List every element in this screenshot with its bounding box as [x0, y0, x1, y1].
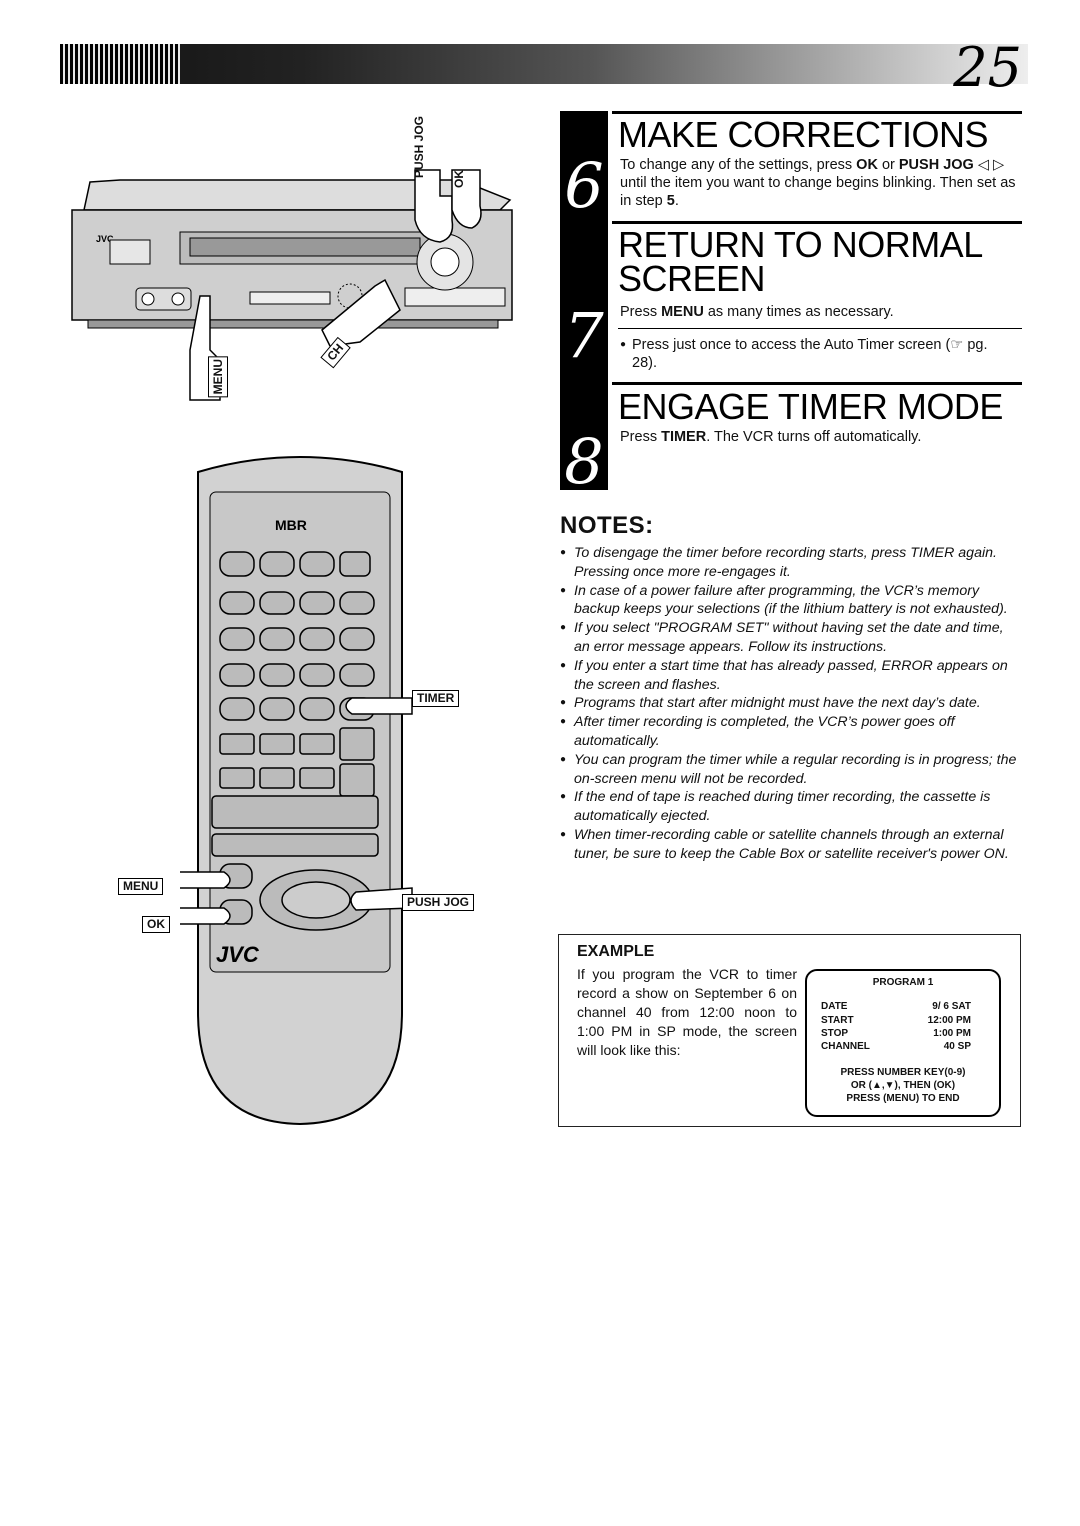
- example-box: EXAMPLE If you program the VCR to timer …: [558, 934, 1021, 1127]
- step6-text: To change any of the settings, press OK …: [620, 157, 1016, 209]
- step8-rule: [612, 382, 1022, 385]
- vcr-push-jog-label: PUSH JOG: [412, 116, 426, 179]
- step6-title: MAKE CORRECTIONS: [618, 114, 989, 155]
- header-stripes: [60, 44, 180, 84]
- program-footer-line: OR (▲,▼), THEN (OK): [850, 1080, 956, 1091]
- note-item: Programs that start after midnight must …: [560, 694, 1022, 713]
- step7-number: 7: [560, 221, 608, 382]
- remote-mbr-logo: MBR: [275, 517, 307, 533]
- note-item: After timer recording is completed, the …: [560, 713, 1022, 751]
- step7-title-line2: SCREEN: [618, 258, 766, 299]
- step7-divider: [618, 328, 1022, 329]
- remote-illustration: MBR JVC: [180, 456, 413, 1126]
- step6-number: 6: [560, 111, 608, 222]
- remote-timer-label: TIMER: [412, 690, 460, 707]
- program-footer-line: PRESS NUMBER KEY(0-9): [840, 1067, 966, 1078]
- program-screen-title: PROGRAM 1: [872, 977, 934, 988]
- vcr-ok-label: OK: [452, 170, 466, 188]
- step7-bullet: ●Press just once to access the Auto Time…: [620, 337, 988, 371]
- step7-rule: [612, 221, 1022, 224]
- step7-text: Press MENU as many times as necessary.: [620, 304, 894, 320]
- remote-ok-label: OK: [142, 916, 170, 933]
- example-title: EXAMPLE: [577, 943, 655, 960]
- remote-push-jog-label: PUSH JOG: [402, 894, 475, 911]
- step8-text: Press TIMER. The VCR turns off automatic…: [620, 429, 922, 445]
- step8-number: 8: [560, 382, 608, 498]
- step8-title: ENGAGE TIMER MODE: [618, 386, 1003, 427]
- notes-title: NOTES:: [560, 512, 654, 539]
- vcr-menu-label: MENU: [208, 356, 228, 398]
- note-item: You can program the timer while a regula…: [560, 751, 1022, 789]
- vcr-illustration: JVC: [71, 169, 513, 401]
- note-item: When timer-recording cable or satellite …: [560, 826, 1022, 864]
- note-item: In case of a power failure after program…: [560, 582, 1022, 620]
- page-header-bar: 25: [60, 36, 1028, 99]
- note-item: If the end of tape is reached during tim…: [560, 788, 1022, 826]
- program-footer-line: PRESS (MENU) TO END: [846, 1093, 960, 1104]
- step6-rule: [612, 111, 1022, 114]
- note-item: To disengage the timer before recording …: [560, 544, 1022, 582]
- remote-menu-label: MENU: [118, 878, 164, 895]
- remote-brand: JVC: [216, 942, 260, 967]
- note-item: If you select "PROGRAM SET" without havi…: [560, 619, 1022, 657]
- page-number: 25: [953, 36, 1022, 99]
- vcr-brand: JVC: [96, 234, 114, 244]
- step7-title-line1: RETURN TO NORMAL: [618, 224, 983, 265]
- notes-list: To disengage the timer before recording …: [560, 544, 1022, 864]
- example-text: If you program the VCR to timer record a…: [577, 966, 797, 1058]
- note-item: If you enter a start time that has alrea…: [560, 657, 1022, 695]
